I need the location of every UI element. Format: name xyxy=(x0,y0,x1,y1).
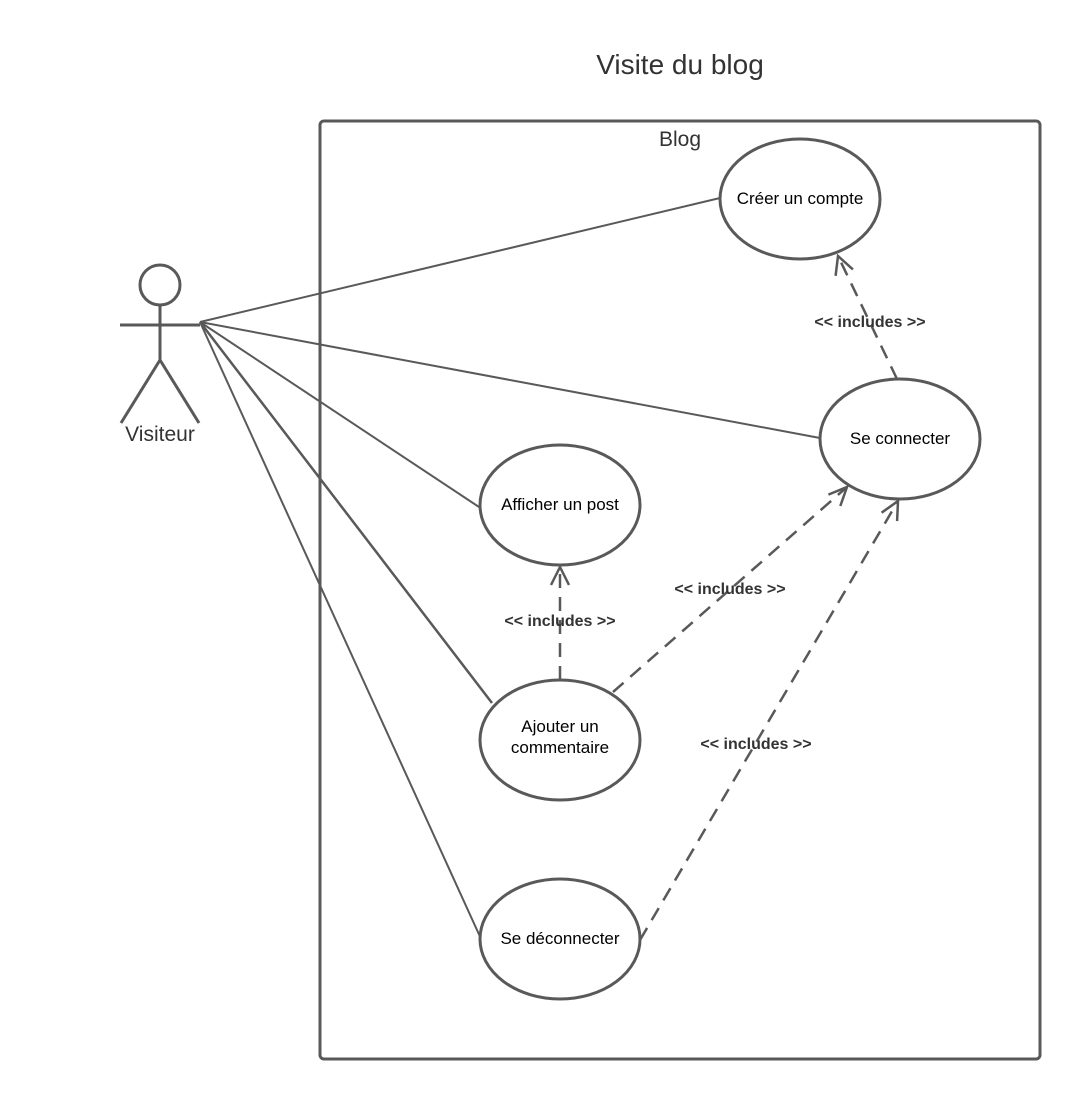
association-creer-compte xyxy=(199,197,721,323)
use-cases: Créer un compte Se connecter Afficher un… xyxy=(478,137,982,1001)
use-case-creer-compte[interactable]: Créer un compte xyxy=(718,137,882,261)
association-se-deconnecter xyxy=(199,321,483,942)
include-label-comment-connect: << includes >> xyxy=(674,581,785,598)
use-case-afficher-post[interactable]: Afficher un post xyxy=(478,443,642,567)
use-case-ellipse xyxy=(478,877,642,1001)
include-line-disconnect-connect xyxy=(638,500,900,941)
use-case-label-line-2: commentaire xyxy=(511,738,609,757)
actor-label: Visiteur xyxy=(125,423,195,446)
system-boundary xyxy=(318,119,1042,1061)
actor-left-leg xyxy=(119,359,162,424)
association-se-connecter xyxy=(199,321,821,439)
include-label-comment-post: << includes >> xyxy=(504,613,615,630)
actor-head xyxy=(138,263,182,307)
diagram-title: Visite du blog xyxy=(596,49,764,80)
use-case-ellipse xyxy=(478,443,642,567)
include-label-disconnect-connect: << includes >> xyxy=(700,736,811,753)
include-arrowhead-disconnect-connect xyxy=(880,498,900,522)
system-label: Blog xyxy=(659,128,701,151)
use-case-ellipse xyxy=(478,678,642,802)
use-case-ellipse xyxy=(718,137,882,261)
use-case-label: Créer un compte xyxy=(737,189,864,208)
use-case-label: Se connecter xyxy=(850,429,951,448)
association-afficher-post xyxy=(199,321,483,510)
include-label-connect-create: << includes >> xyxy=(814,314,925,331)
use-case-ajouter-commentaire[interactable]: Ajouter un commentaire xyxy=(478,678,642,802)
include-arrowhead-connect-create xyxy=(834,253,854,277)
include-line-comment-connect xyxy=(612,486,848,693)
include-arrowhead-comment-connect xyxy=(827,484,850,507)
use-case-label-line-1: Ajouter un xyxy=(521,717,599,736)
use-case-label: Se déconnecter xyxy=(500,929,619,948)
include-relations: << includes >> << includes >> << include… xyxy=(504,253,926,941)
actor-visiteur: Visiteur xyxy=(119,263,201,446)
use-case-ellipse xyxy=(818,377,982,501)
use-case-se-connecter[interactable]: Se connecter xyxy=(818,377,982,501)
use-case-label: Afficher un post xyxy=(501,495,619,514)
use-case-se-deconnecter[interactable]: Se déconnecter xyxy=(478,877,642,1001)
include-arrowhead-comment-post xyxy=(549,564,571,586)
actor-right-leg xyxy=(158,359,201,424)
association-lines xyxy=(199,197,821,942)
association-ajouter-commentaire xyxy=(199,321,493,704)
